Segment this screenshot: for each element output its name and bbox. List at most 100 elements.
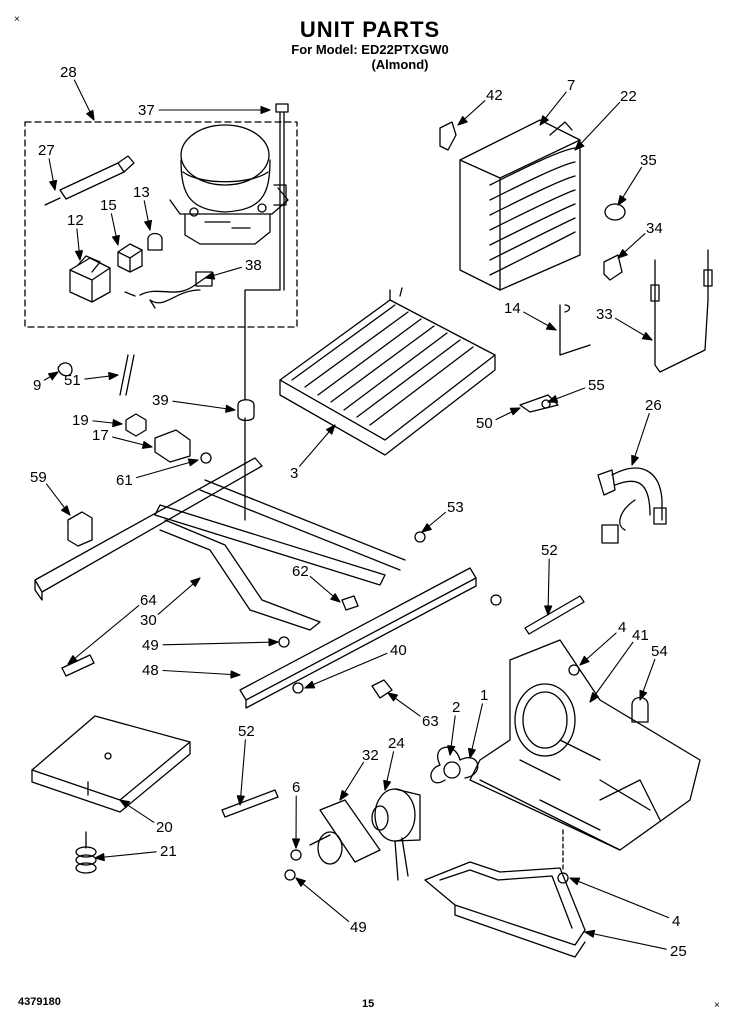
leader-40 [304, 652, 388, 689]
callout-1: 1 [480, 687, 488, 704]
callout-63: 63 [422, 713, 439, 730]
screw-4 [557, 872, 569, 884]
filter-drier [44, 155, 135, 206]
screw-4 [568, 664, 580, 676]
arrowhead-1 [468, 747, 476, 759]
arrowhead-33 [641, 332, 653, 341]
motor-bracket [309, 799, 381, 865]
leader-21 [94, 851, 157, 859]
callout-25: 25 [670, 943, 687, 960]
compressor-tube [244, 111, 281, 401]
callout-28: 28 [60, 64, 77, 81]
callout-39: 39 [152, 392, 169, 409]
callout-55: 55 [588, 377, 605, 394]
condenser-fan [430, 746, 479, 784]
arrowhead-27 [49, 179, 58, 191]
grommet [237, 399, 255, 422]
arrowhead-30 [190, 577, 201, 587]
arrowhead-17 [141, 440, 153, 449]
callout-59: 59 [30, 469, 47, 486]
arrowhead-38 [204, 271, 216, 280]
arrowhead-21 [94, 853, 105, 862]
callout-22: 22 [620, 88, 637, 105]
arrowhead-19 [112, 419, 123, 428]
main-wiring-harness [597, 467, 667, 544]
heater-wire [559, 304, 591, 356]
arrowhead-40 [304, 680, 316, 689]
leader-49 [295, 877, 350, 922]
leader-22 [574, 101, 621, 151]
callout-21: 21 [160, 843, 177, 860]
callout-24: 24 [388, 735, 405, 752]
callout-27: 27 [38, 142, 55, 159]
leader-52 [239, 739, 246, 806]
arrowhead-63 [387, 692, 398, 702]
arrowhead-59 [61, 505, 71, 516]
arrowhead-4 [579, 655, 590, 666]
arrowhead-15 [111, 234, 120, 246]
arrowhead-32 [339, 790, 349, 801]
arrowhead-13 [144, 219, 153, 231]
arrowhead-12 [74, 250, 84, 261]
screw [292, 682, 304, 694]
start-relay [69, 255, 111, 303]
callout-7: 7 [567, 77, 575, 94]
fitting-63 [371, 679, 393, 699]
capacitor-17 [154, 429, 191, 463]
arrowhead-7 [539, 115, 549, 126]
callout-54: 54 [651, 643, 668, 660]
callout-26: 26 [645, 397, 662, 414]
arrowhead-48 [230, 670, 241, 679]
screw-6 [290, 849, 302, 861]
callout-49: 49 [142, 637, 159, 654]
screw-49 [278, 636, 290, 648]
evaporator [279, 287, 496, 456]
leader-48 [162, 669, 241, 676]
callout-19: 19 [72, 412, 89, 429]
arrowhead-42 [457, 116, 468, 126]
arrowhead-34 [617, 249, 628, 259]
wiring-harness [124, 271, 213, 309]
callout-42: 42 [486, 87, 503, 104]
screw-53 [414, 531, 426, 543]
callout-13: 13 [133, 184, 150, 201]
corner-mark: × [14, 14, 20, 25]
callout-2: 2 [452, 699, 460, 716]
arrowhead-26 [631, 454, 639, 466]
screw [490, 594, 502, 606]
callout-64: 64 [140, 592, 157, 609]
callout-35: 35 [640, 152, 657, 169]
arrowhead-3 [325, 424, 336, 435]
arrowhead-14 [545, 322, 557, 331]
page-title: UNIT PARTS [299, 17, 441, 42]
bracket-clip [603, 254, 623, 281]
corner-mark: × [714, 1000, 720, 1011]
arrowhead-49 [295, 877, 306, 887]
arrowhead-49 [268, 638, 279, 647]
leader-61 [136, 459, 199, 479]
arrowhead-4 [569, 877, 581, 886]
arrowhead-35 [617, 195, 627, 206]
callout-41: 41 [632, 627, 649, 644]
arrowhead-22 [574, 140, 585, 151]
callout-38: 38 [245, 257, 262, 274]
drain-plug [604, 203, 626, 221]
title-block: UNIT PARTS For Model: ED22PTXGW0 (Almond… [230, 17, 510, 73]
arrowhead-28 [86, 109, 95, 121]
callout-53: 53 [447, 499, 464, 516]
callout-52: 52 [238, 723, 255, 740]
callout-40: 40 [390, 642, 407, 659]
arrowhead-61 [187, 458, 199, 467]
arrowhead-55 [547, 395, 559, 403]
arrowhead-37 [260, 105, 271, 115]
switch-19 [125, 413, 147, 437]
color-line: (Almond) [371, 57, 429, 72]
part-number: 4379180 [18, 996, 61, 1008]
callout-62: 62 [292, 563, 309, 580]
compressor [169, 124, 289, 245]
callout-37: 37 [138, 102, 155, 119]
arrowhead-24 [383, 779, 392, 791]
